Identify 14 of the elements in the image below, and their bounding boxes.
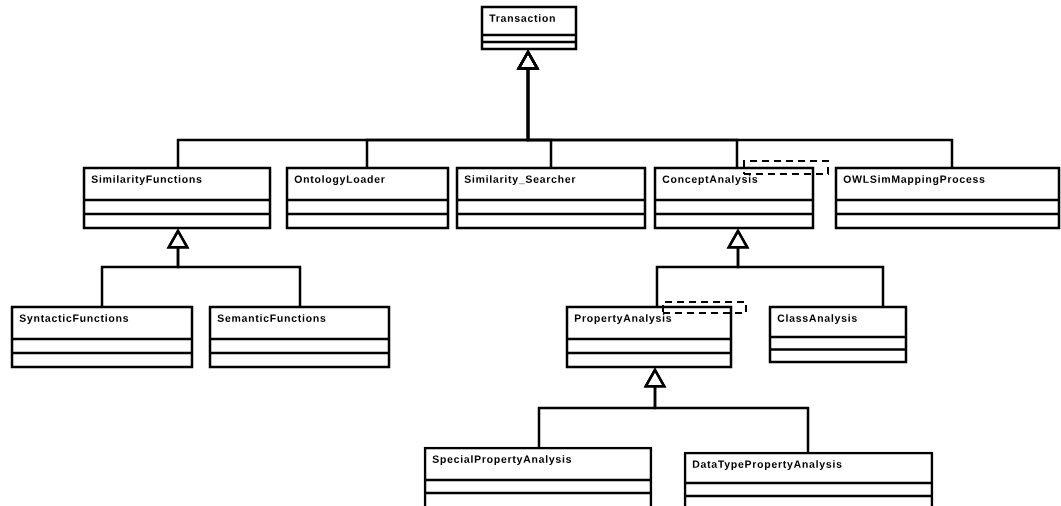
template-parameter-box	[662, 301, 747, 314]
class-box: PropertyAnalysis	[565, 305, 733, 369]
class-box: DataTypePropertyAnalysis	[683, 451, 934, 506]
class-box: ConceptAnalysis	[653, 166, 815, 230]
class-box: OntologyLoader	[285, 166, 450, 230]
template-parameter-box	[743, 160, 829, 175]
class-box: SyntacticFunctions	[10, 305, 194, 369]
class-box: ClassAnalysis	[768, 305, 908, 364]
class-box: Similarity_Searcher	[455, 166, 647, 230]
class-box: Transaction	[480, 5, 578, 51]
class-box: SimilarityFunctions	[82, 166, 272, 230]
class-box: SpecialPropertyAnalysis	[423, 446, 653, 506]
class-box: SemanticFunctions	[208, 305, 391, 369]
class-box: OWLSimMappingProcess	[834, 166, 1061, 230]
